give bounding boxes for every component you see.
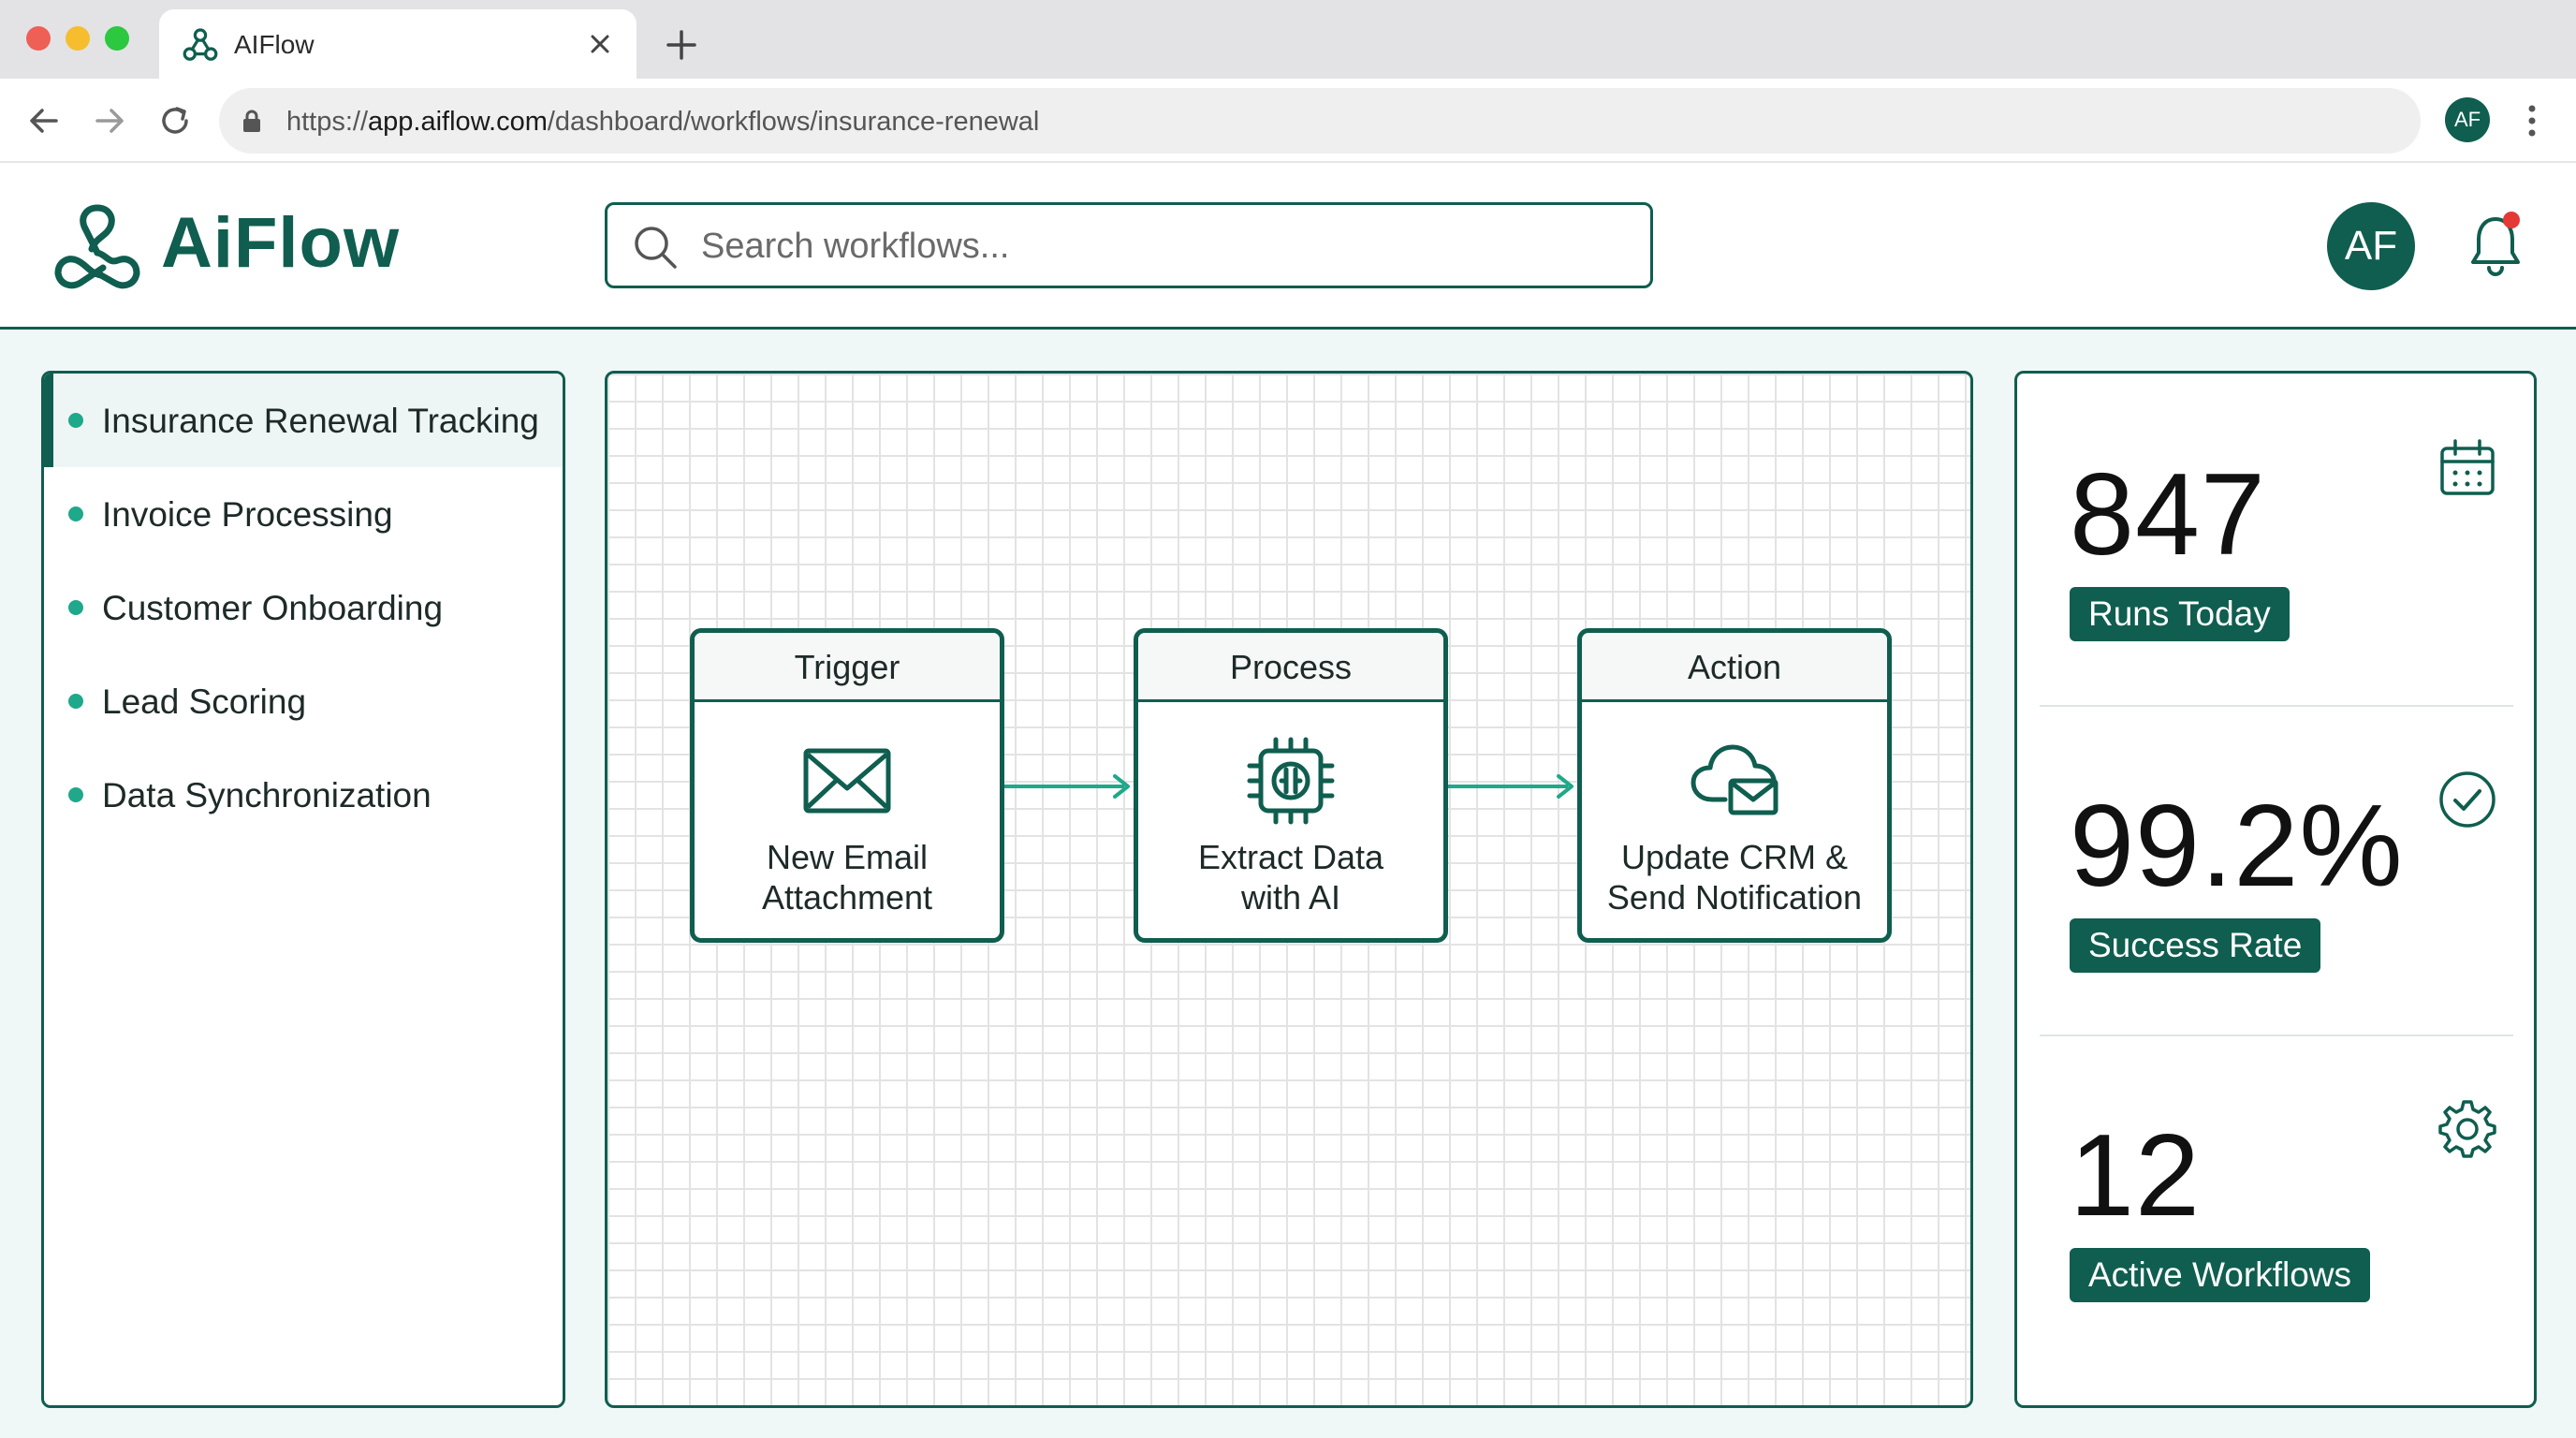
search-icon bbox=[635, 227, 677, 269]
notification-dot bbox=[2503, 212, 2520, 228]
bullet-dot bbox=[68, 787, 83, 802]
check-circle-icon bbox=[2439, 771, 2496, 828]
stat-active-workflows: 12 Active Workflows bbox=[2017, 1034, 2534, 1364]
node-type-label: Action bbox=[1582, 633, 1887, 702]
calendar-icon bbox=[2440, 439, 2495, 495]
browser-tab[interactable]: AIFlow bbox=[159, 9, 637, 79]
stat-value: 12 bbox=[2070, 1111, 2201, 1240]
window-close-button[interactable] bbox=[26, 26, 51, 51]
browser-tab-bar: AIFlow bbox=[0, 0, 2576, 79]
user-avatar[interactable]: AF bbox=[2327, 202, 2415, 290]
window-maximize-button[interactable] bbox=[105, 26, 129, 51]
close-tab-icon[interactable] bbox=[584, 28, 616, 60]
search-input[interactable] bbox=[701, 216, 1628, 276]
ai-chip-icon bbox=[1247, 737, 1335, 825]
stats-panel: 847 Runs Today 99.2% Success Rate 12 Act… bbox=[2014, 371, 2537, 1408]
workflow-node-process[interactable]: Process Extract Data with AI bbox=[1134, 628, 1448, 943]
sidebar-item-label: Insurance Renewal Tracking bbox=[102, 402, 539, 440]
browser-profile-avatar[interactable]: AF bbox=[2445, 97, 2490, 142]
lock-icon bbox=[243, 110, 260, 132]
node-type-label: Process bbox=[1138, 633, 1443, 702]
new-tab-plus-icon[interactable] bbox=[663, 26, 700, 64]
workflow-canvas[interactable]: Trigger New Email Attachment Process Ext… bbox=[605, 371, 1973, 1408]
sidebar-item-invoice-processing[interactable]: Invoice Processing bbox=[44, 467, 563, 561]
connector-arrow bbox=[1448, 774, 1573, 799]
sidebar-item-data-synchronization[interactable]: Data Synchronization bbox=[44, 748, 563, 842]
sidebar-item-customer-onboarding[interactable]: Customer Onboarding bbox=[44, 561, 563, 654]
tab-title: AIFlow bbox=[234, 30, 315, 59]
bullet-dot bbox=[68, 600, 83, 615]
forward-arrow-icon[interactable] bbox=[90, 101, 129, 140]
sidebar-item-label: Customer Onboarding bbox=[102, 589, 444, 627]
browser-address-bar: https://app.aiflow.com/dashboard/workflo… bbox=[0, 79, 2576, 163]
stat-label-badge: Active Workflows bbox=[2070, 1248, 2370, 1302]
node-label: Extract Data with AI bbox=[1197, 838, 1384, 917]
stat-runs-today: 847 Runs Today bbox=[2017, 374, 2534, 703]
workflow-node-action[interactable]: Action Update CRM & Send Notification bbox=[1577, 628, 1892, 943]
bullet-dot bbox=[68, 506, 83, 521]
connector-arrow bbox=[1004, 774, 1130, 799]
stat-value: 99.2% bbox=[2070, 782, 2404, 911]
url-field[interactable]: https://app.aiflow.com/dashboard/workflo… bbox=[219, 88, 2421, 154]
url-text: https://app.aiflow.com/dashboard/workflo… bbox=[286, 107, 1040, 137]
aiflow-logo-icon bbox=[183, 28, 218, 61]
node-label: Update CRM & Send Notification bbox=[1606, 838, 1863, 917]
sidebar-item-insurance-renewal-tracking[interactable]: Insurance Renewal Tracking bbox=[44, 374, 563, 467]
back-arrow-icon[interactable] bbox=[24, 101, 64, 140]
stat-value: 847 bbox=[2070, 450, 2266, 580]
stat-divider bbox=[2040, 1034, 2513, 1036]
brand-name: AiFlow bbox=[161, 203, 401, 283]
stat-success-rate: 99.2% Success Rate bbox=[2017, 705, 2534, 1034]
search-box[interactable] bbox=[605, 202, 1653, 288]
stat-divider bbox=[2040, 705, 2513, 707]
window-minimize-button[interactable] bbox=[66, 26, 90, 51]
aiflow-logo-icon bbox=[54, 204, 140, 289]
reload-icon[interactable] bbox=[155, 101, 195, 140]
cloud-mail-icon bbox=[1690, 744, 1778, 815]
app-header: AiFlow AF bbox=[0, 163, 2576, 330]
gear-icon bbox=[2438, 1100, 2496, 1158]
workflow-sidebar: Insurance Renewal Tracking Invoice Proce… bbox=[41, 371, 565, 1408]
bullet-dot bbox=[68, 413, 83, 428]
sidebar-item-lead-scoring[interactable]: Lead Scoring bbox=[44, 654, 563, 748]
workflow-node-trigger[interactable]: Trigger New Email Attachment bbox=[690, 628, 1004, 943]
bullet-dot bbox=[68, 694, 83, 709]
browser-menu-icon[interactable] bbox=[2518, 97, 2546, 144]
sidebar-item-label: Invoice Processing bbox=[102, 495, 393, 534]
envelope-icon bbox=[803, 748, 891, 814]
sidebar-item-label: Lead Scoring bbox=[102, 682, 307, 721]
notification-bell-icon[interactable] bbox=[2466, 210, 2525, 279]
node-label: New Email Attachment bbox=[761, 838, 933, 917]
sidebar-item-label: Data Synchronization bbox=[102, 776, 432, 814]
stat-label-badge: Success Rate bbox=[2070, 918, 2321, 973]
stat-label-badge: Runs Today bbox=[2070, 587, 2290, 641]
node-type-label: Trigger bbox=[695, 633, 1000, 702]
